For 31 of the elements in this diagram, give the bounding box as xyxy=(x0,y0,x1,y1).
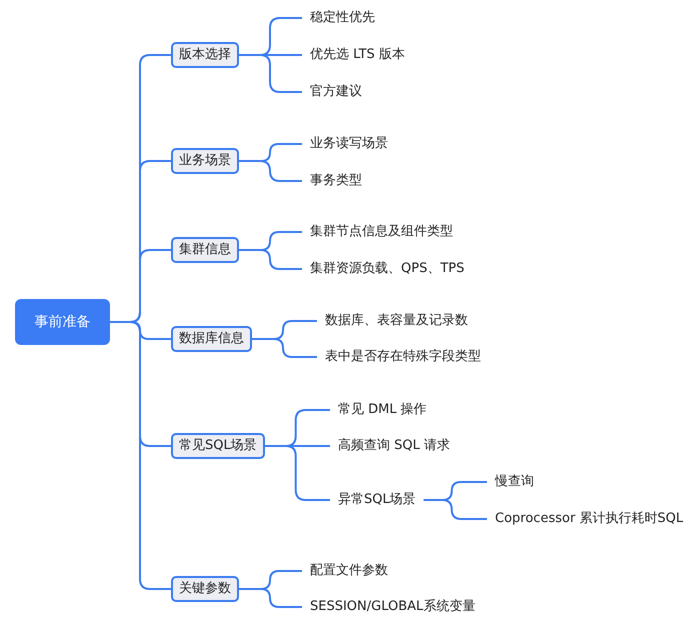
topic-text: 慢查询 xyxy=(487,473,542,491)
connector-line xyxy=(264,445,330,501)
topic-box: 业务场景 xyxy=(171,148,239,174)
topic-text: 集群节点信息及组件类型 xyxy=(302,223,461,241)
topic-text: 高频查询 SQL 请求 xyxy=(330,437,458,455)
topic-box: 版本选择 xyxy=(171,42,239,68)
topic-text: 业务读写场景 xyxy=(302,135,396,153)
topic-text: 数据库、表容量及记录数 xyxy=(317,312,476,330)
topic-text: 常见 DML 操作 xyxy=(330,401,435,419)
topic-text: SESSION/GLOBAL系统变量 xyxy=(302,598,484,616)
connector-line xyxy=(424,499,487,520)
topic-box: 常见SQL场景 xyxy=(171,433,265,459)
connector-line xyxy=(239,588,302,608)
connector-line xyxy=(239,160,302,182)
connector-line xyxy=(110,321,171,590)
topic-text: 稳定性优先 xyxy=(302,9,383,27)
topic-text: 官方建议 xyxy=(302,83,370,101)
connector-line xyxy=(252,338,317,358)
connector-line xyxy=(239,249,302,270)
topic-box: 关键参数 xyxy=(171,576,239,602)
topic-text: 配置文件参数 xyxy=(302,562,396,580)
topic-text: Coprocessor 累计执行耗时SQL xyxy=(487,510,692,528)
connector-line xyxy=(239,54,302,93)
topic-text: 事务类型 xyxy=(302,172,370,190)
root-topic-box: 事前准备 xyxy=(15,299,110,345)
topic-box: 数据库信息 xyxy=(171,326,252,352)
topic-box: 集群信息 xyxy=(171,237,239,263)
topic-text: 异常SQL场景 xyxy=(330,491,424,509)
topic-text: 优先选 LTS 版本 xyxy=(302,46,413,64)
topic-text: 表中是否存在特殊字段类型 xyxy=(317,348,489,366)
topic-text: 集群资源负载、QPS、TPS xyxy=(302,260,472,278)
